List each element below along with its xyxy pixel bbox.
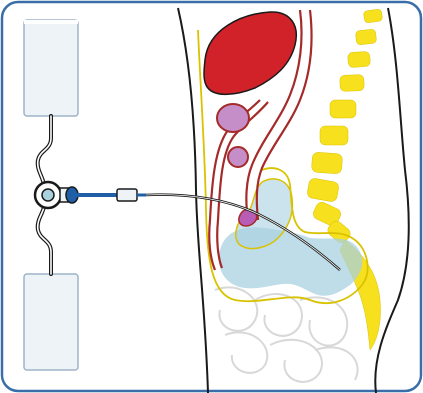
drainage-bag — [24, 274, 78, 370]
catheter-connector — [117, 189, 137, 201]
organ-upper — [217, 104, 249, 132]
organ-middle — [228, 147, 248, 167]
fluid-bag — [24, 20, 78, 116]
